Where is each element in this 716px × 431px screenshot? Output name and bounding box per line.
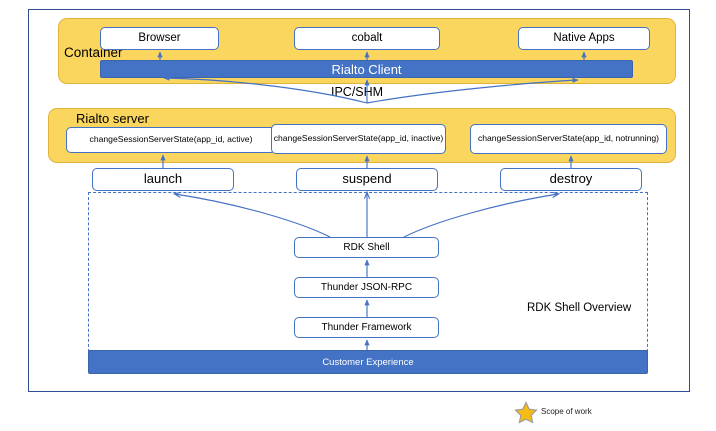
state-box-active[interactable]: changeSessionServerState(app_id, active) [66, 127, 276, 153]
app-box-browser[interactable]: Browser [100, 27, 219, 50]
rdk-shell-overview-label: RDK Shell Overview [527, 302, 632, 314]
star-icon [514, 401, 538, 424]
state-box-inactive[interactable]: changeSessionServerState(app_id, inactiv… [271, 124, 446, 154]
legend-svg [514, 401, 538, 424]
stack-box-rdk-shell[interactable]: RDK Shell [294, 237, 439, 258]
ipc-shm-label: IPC/SHM [331, 85, 384, 99]
scope-of-work-label: Scope of work [541, 407, 592, 416]
app-box-native-apps[interactable]: Native Apps [518, 27, 650, 50]
state-box-notrunning[interactable]: changeSessionServerState(app_id, notrunn… [470, 124, 667, 154]
rialto-server-title: Rialto server [76, 111, 149, 126]
rialto-client-bar[interactable]: Rialto Client [100, 60, 633, 78]
customer-experience-bar[interactable]: Customer Experience [88, 350, 648, 374]
action-box-suspend[interactable]: suspend [296, 168, 438, 191]
stack-box-thunder-framework[interactable]: Thunder Framework [294, 317, 439, 338]
action-box-destroy[interactable]: destroy [500, 168, 642, 191]
action-box-launch[interactable]: launch [92, 168, 234, 191]
legend [512, 400, 672, 424]
stack-box-thunder-json-rpc[interactable]: Thunder JSON-RPC [294, 277, 439, 298]
app-box-cobalt[interactable]: cobalt [294, 27, 440, 50]
